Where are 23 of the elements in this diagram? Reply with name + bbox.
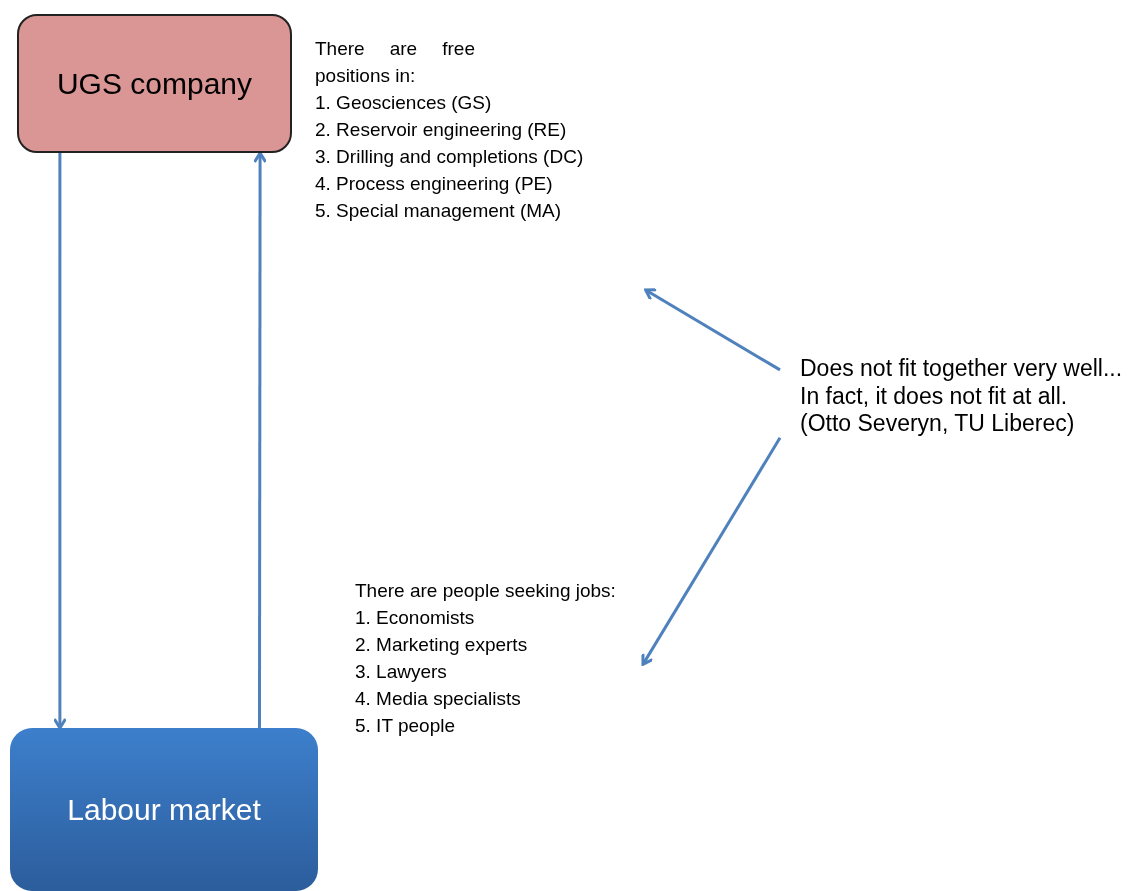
list-item: 1. Geosciences (GS) xyxy=(315,90,492,115)
list-item: 2. Reservoir engineering (RE) xyxy=(315,117,567,142)
list-heading: There are people seeking jobs: xyxy=(355,579,617,603)
list-item: 3. Lawyers xyxy=(355,659,447,684)
box-label: Labour market xyxy=(67,792,261,827)
quote-line: (Otto Severyn, TU Liberec) xyxy=(800,410,1076,438)
list-heading: There are free positions in: xyxy=(315,37,475,88)
list-item: 5. Special management (MA) xyxy=(315,198,562,223)
market-box xyxy=(10,728,318,891)
quote-line: Does not fit together very well... xyxy=(800,355,1124,383)
list-item: 5. IT people xyxy=(355,713,455,738)
company-box xyxy=(17,14,292,153)
list-item: 4. Media specialists xyxy=(355,686,521,711)
list-item: 2. Marketing experts xyxy=(355,632,528,657)
list-item: 3. Drilling and completions (DC) xyxy=(315,144,584,169)
box-label: UGS company xyxy=(56,66,253,101)
arrow xyxy=(644,288,781,372)
list-item: 1. Economists xyxy=(355,605,475,630)
arrow xyxy=(641,437,782,666)
quote-line: In fact, it does not fit at all. xyxy=(800,382,1069,411)
arrow xyxy=(52,153,67,730)
arrow xyxy=(253,151,268,728)
list-item: 4. Process engineering (PE) xyxy=(315,171,553,196)
